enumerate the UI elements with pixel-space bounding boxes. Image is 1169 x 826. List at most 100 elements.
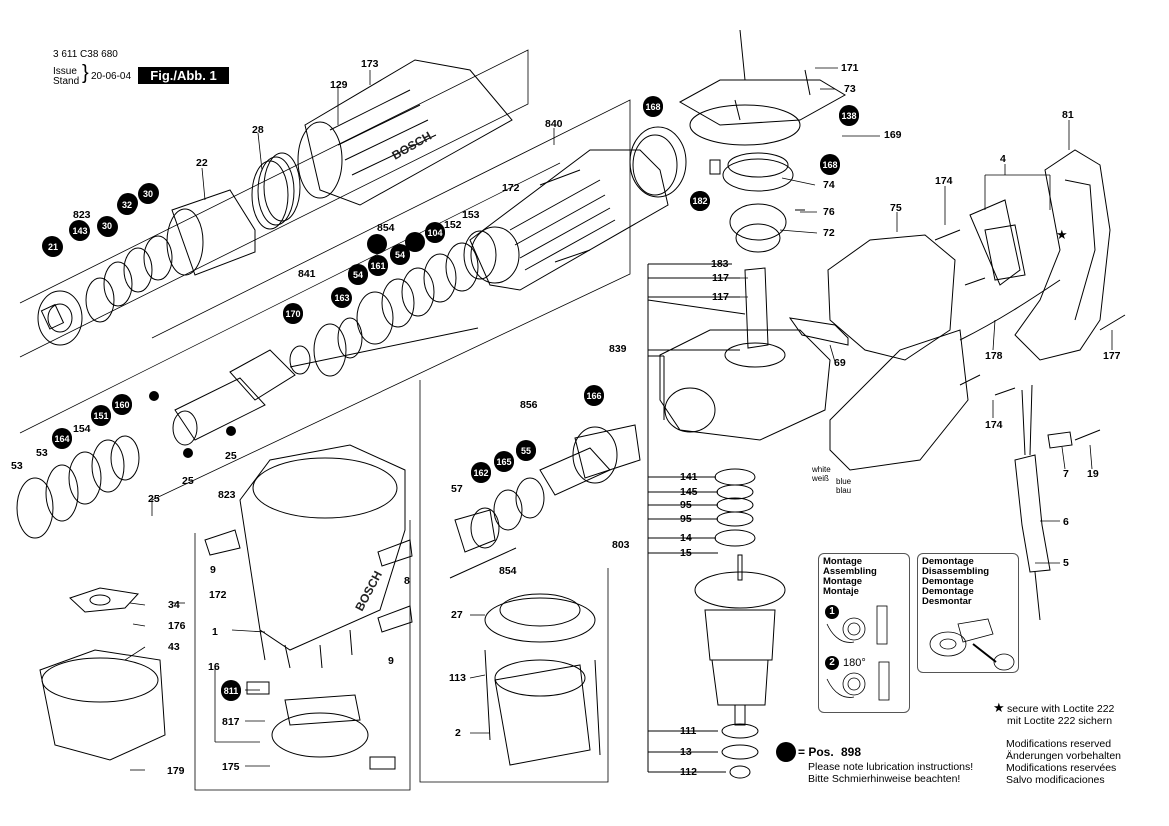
callout-104: 104 bbox=[425, 223, 445, 243]
brand-handle: BOSCH bbox=[390, 129, 435, 163]
callout-30: 30 bbox=[97, 216, 117, 236]
step-1-badge: 1 bbox=[825, 605, 839, 619]
callout-162: 162 bbox=[471, 463, 491, 483]
callout-54: 54 bbox=[390, 245, 410, 265]
callout-164: 164 bbox=[52, 429, 72, 449]
callout-173: 173 bbox=[361, 58, 379, 70]
assembling-line-2: Assembling bbox=[823, 566, 877, 577]
callout-154: 154 bbox=[73, 423, 91, 435]
stand-label: Stand bbox=[53, 76, 80, 87]
disassembling-line-4: Demontage bbox=[922, 586, 974, 597]
callout-13: 13 bbox=[680, 746, 692, 758]
disassembling-sketch bbox=[929, 618, 1015, 671]
star-icon: ★ bbox=[993, 700, 1005, 715]
callout-2: 2 bbox=[455, 727, 461, 739]
loctite-note-en: secure with Loctite 222 bbox=[1007, 703, 1115, 715]
callout-72: 72 bbox=[823, 227, 835, 239]
disassembling-line-5: Desmontar bbox=[922, 596, 972, 607]
callout-152: 152 bbox=[444, 219, 462, 231]
wire-blau-label: blau bbox=[836, 486, 852, 495]
callout-171: 171 bbox=[841, 62, 859, 74]
lubrication-dot-icon bbox=[779, 745, 794, 760]
callout-168: 168 bbox=[820, 155, 840, 175]
callout-19: 19 bbox=[1087, 468, 1099, 480]
disassembling-line-3: Demontage bbox=[922, 576, 974, 587]
callout-81: 81 bbox=[1062, 109, 1074, 121]
callout-54: 54 bbox=[348, 265, 368, 285]
callout-854: 854 bbox=[499, 565, 517, 577]
disassembling-line-1: Demontage bbox=[922, 556, 974, 567]
callout-839: 839 bbox=[609, 343, 627, 355]
callout-817: 817 bbox=[222, 716, 240, 728]
callout-117: 117 bbox=[712, 272, 729, 284]
callout-6: 6 bbox=[1063, 516, 1069, 528]
assembling-line-3: Montage bbox=[823, 576, 863, 587]
callout-9: 9 bbox=[388, 655, 394, 667]
callout-111: 111 bbox=[680, 725, 697, 737]
callout-7: 7 bbox=[1063, 468, 1069, 480]
callout-32: 32 bbox=[117, 195, 137, 215]
callout-165: 165 bbox=[494, 452, 514, 472]
callout-179: 179 bbox=[167, 765, 185, 777]
callout-856: 856 bbox=[520, 399, 538, 411]
callout-75: 75 bbox=[890, 202, 902, 214]
callout-823: 823 bbox=[218, 489, 236, 501]
callout-57: 57 bbox=[451, 483, 463, 495]
mods-line-3: Modifications reservées bbox=[1006, 762, 1117, 774]
callout-169: 169 bbox=[884, 129, 902, 141]
issue-date: 20-06-04 bbox=[91, 71, 132, 82]
callout-172: 172 bbox=[502, 182, 520, 194]
callout-854: 854 bbox=[377, 222, 395, 234]
callout-151: 151 bbox=[91, 406, 111, 426]
callout-177: 177 bbox=[1103, 350, 1121, 362]
assembling-line-1: Montage bbox=[823, 556, 863, 567]
callout-174: 174 bbox=[935, 175, 953, 187]
disassembling-instructions-box: Demontage Disassembling Demontage Demont… bbox=[917, 553, 1019, 673]
callout-112: 112 bbox=[680, 766, 697, 778]
callout-145: 145 bbox=[680, 486, 698, 498]
callout-174: 174 bbox=[985, 419, 1003, 431]
callout-30: 30 bbox=[138, 184, 158, 204]
assembling-line-4: Montaje bbox=[823, 586, 859, 597]
callout-95: 95 bbox=[680, 513, 692, 525]
callout-9: 9 bbox=[210, 564, 216, 576]
loctite-note-de: mit Loctite 222 sichern bbox=[1007, 715, 1113, 727]
callout-160: 160 bbox=[112, 395, 132, 415]
callout-73: 73 bbox=[844, 83, 856, 95]
callout-34: 34 bbox=[168, 599, 180, 611]
pos-label: = Pos. bbox=[798, 745, 834, 759]
callout-117: 117 bbox=[712, 291, 729, 303]
callout-129: 129 bbox=[330, 79, 348, 91]
callout-55: 55 bbox=[516, 441, 536, 461]
mods-line-4: Salvo modificaciones bbox=[1006, 774, 1105, 786]
wire-blue-label: blue bbox=[836, 477, 852, 486]
callout-74: 74 bbox=[823, 179, 835, 191]
callout-168: 168 bbox=[643, 97, 663, 117]
callout-43: 43 bbox=[168, 641, 180, 653]
callout-25: 25 bbox=[182, 475, 194, 487]
pos-number: 898 bbox=[841, 745, 862, 759]
callout-178: 178 bbox=[985, 350, 1003, 362]
callout-153: 153 bbox=[462, 209, 480, 221]
lube-note-de: Bitte Schmierhinweise beachten! bbox=[808, 773, 961, 785]
callout-161: 161 bbox=[368, 256, 388, 276]
callout-823: 823 bbox=[73, 209, 91, 221]
callout-53: 53 bbox=[11, 460, 23, 472]
callout-811: 811 bbox=[221, 681, 241, 701]
callout-27: 27 bbox=[451, 609, 463, 621]
callout-95: 95 bbox=[680, 499, 692, 511]
callout-176: 176 bbox=[168, 620, 186, 632]
callout-113: 113 bbox=[449, 672, 466, 684]
callout-175: 175 bbox=[222, 761, 240, 773]
callout-8: 8 bbox=[404, 575, 410, 587]
callout-4: 4 bbox=[1000, 153, 1006, 165]
issue-label: Issue bbox=[53, 66, 77, 77]
callout-25: 25 bbox=[148, 493, 160, 505]
callout-25: 25 bbox=[225, 450, 237, 462]
callout-22: 22 bbox=[196, 157, 208, 169]
callout-841: 841 bbox=[298, 268, 316, 280]
callout-76: 76 bbox=[823, 206, 835, 218]
wire-weiss-label: weiß bbox=[812, 474, 829, 483]
callout-21: 21 bbox=[43, 237, 63, 257]
